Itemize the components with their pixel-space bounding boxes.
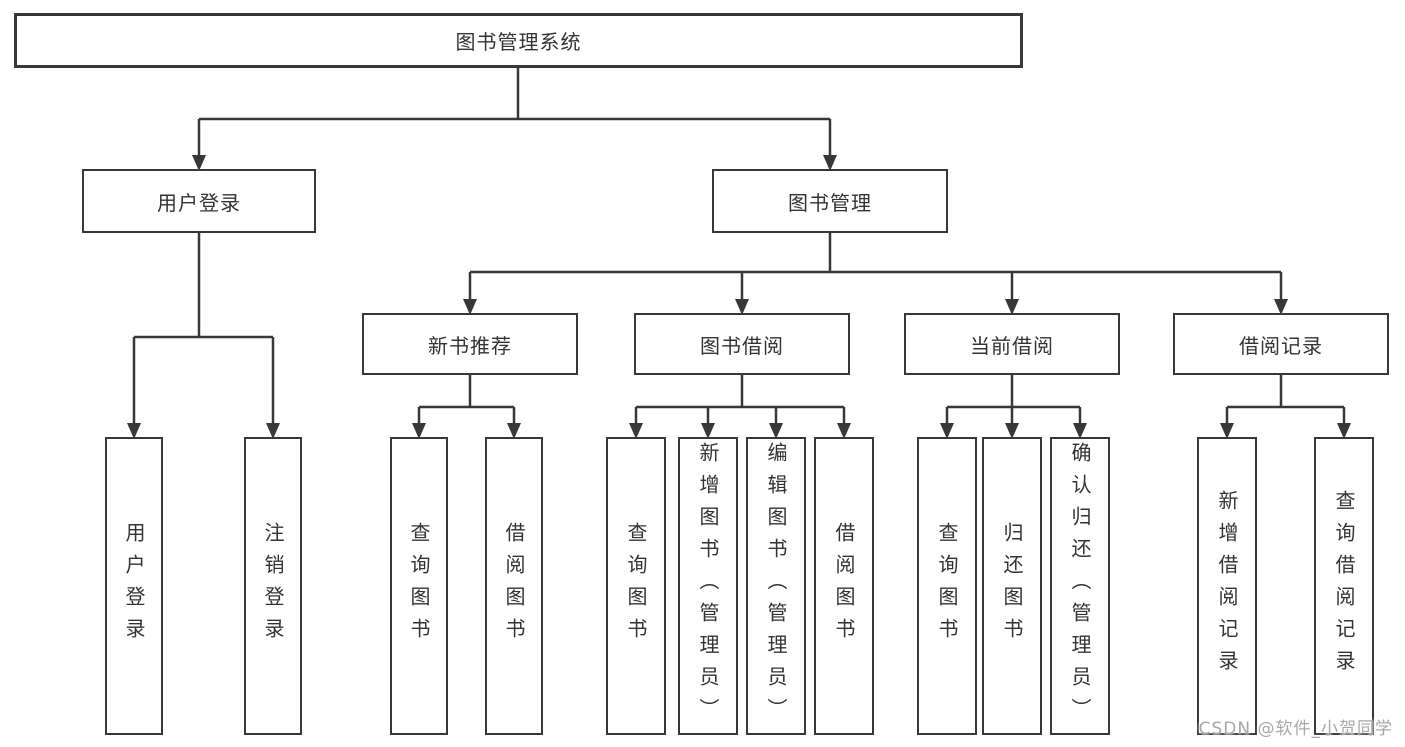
leaf-return-books: 归还图书: [982, 437, 1042, 735]
leaf-add-books-admin: 新增图书（管理员）: [678, 437, 738, 735]
leaf-query-books-borrow-label: 查询图书: [624, 522, 648, 650]
node-root-label: 图书管理系统: [455, 30, 582, 54]
leaf-query-borrow-record: 查询借阅记录: [1314, 437, 1374, 735]
leaf-query-books-recommend-label: 查询图书: [407, 522, 431, 650]
node-borrow-records-label: 借阅记录: [1239, 333, 1323, 358]
leaf-add-books-admin-label: 新增图书（管理员）: [696, 442, 720, 730]
node-book-management-label: 图书管理: [788, 190, 872, 215]
leaf-query-books-borrow: 查询图书: [606, 437, 666, 735]
node-book-management: 图书管理: [712, 169, 948, 233]
csdn-watermark: CSDN @软件_小贺同学: [1198, 719, 1393, 739]
node-current-borrow: 当前借阅: [904, 313, 1120, 375]
leaf-return-books-label: 归还图书: [1000, 522, 1024, 650]
leaf-confirm-return-admin: 确认归还（管理员）: [1050, 437, 1110, 735]
node-new-book-recommend-label: 新书推荐: [428, 333, 512, 358]
node-borrow-records: 借阅记录: [1173, 313, 1389, 375]
leaf-confirm-return-admin-label: 确认归还（管理员）: [1068, 442, 1092, 730]
leaf-add-borrow-record: 新增借阅记录: [1197, 437, 1257, 735]
leaf-logout-label: 注销登录: [261, 522, 285, 650]
leaf-user-login-label: 用户登录: [122, 522, 146, 650]
leaf-borrow-books-recommend: 借阅图书: [485, 437, 543, 735]
leaf-borrow-books-label: 借阅图书: [832, 522, 856, 650]
leaf-query-borrow-record-label: 查询借阅记录: [1332, 490, 1356, 682]
node-root: 图书管理系统: [14, 13, 1023, 68]
leaf-query-books-current: 查询图书: [917, 437, 977, 735]
node-book-borrow-label: 图书借阅: [700, 333, 784, 358]
node-new-book-recommend: 新书推荐: [362, 313, 578, 375]
leaf-user-login: 用户登录: [105, 437, 163, 735]
leaf-add-borrow-record-label: 新增借阅记录: [1215, 490, 1239, 682]
arrowhead-icons: [127, 155, 1351, 439]
leaf-edit-books-admin-label: 编辑图书（管理员）: [764, 442, 788, 730]
node-book-borrow: 图书借阅: [634, 313, 850, 375]
leaf-logout: 注销登录: [244, 437, 302, 735]
leaf-edit-books-admin: 编辑图书（管理员）: [746, 437, 806, 735]
leaf-query-books-current-label: 查询图书: [935, 522, 959, 650]
leaf-borrow-books: 借阅图书: [814, 437, 874, 735]
leaf-query-books-recommend: 查询图书: [390, 437, 448, 735]
node-user-login: 用户登录: [82, 169, 316, 233]
node-current-borrow-label: 当前借阅: [970, 333, 1054, 358]
node-user-login-label: 用户登录: [157, 190, 241, 215]
leaf-borrow-books-recommend-label: 借阅图书: [502, 522, 526, 650]
